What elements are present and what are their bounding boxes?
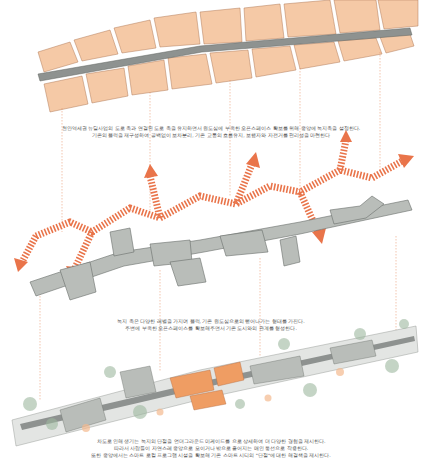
caption-text: 기존의 블럭을 재구성하여 공백없이 보차분리, 기존 교통의 흐름유지, 보행… [92,133,331,139]
caption-text: 녹지 축은 다양한 레벨을 가지며 블럭, 기존 원도심으로의 뻗어나가는 형태… [117,319,305,325]
activity-spots [82,368,344,432]
green-axis [30,196,412,300]
trees [23,319,409,430]
program-areas [170,362,244,410]
road [38,28,412,81]
block-layer [38,0,418,112]
caption-text: 주변에 부족한 오픈스페이스를 확보해주면서 기존 도시와의 관계를 형성한다. [125,326,297,332]
leader-lines [40,52,396,400]
arrow-heads [14,130,414,282]
caption-text: 천안역세권 뉴딜사업의 도로 축과 연결된 도로 축을 유지하면서 원도심에 부… [62,126,360,132]
caption-text: 또한 중앙에서는 스마트 로컬 프로그램 시설을 확보해 기존 스마트 시티의 … [91,453,331,459]
caption-text: 차도로 인해 생기는 녹지의 단절을 언더그라운드 미케이드를 으로 상세하여 … [97,439,326,445]
plan-base [12,326,418,446]
plan-paths [60,340,376,432]
caption-text: 따라서 사람들이 자연스레 중앙으로 모이거나 밖으로 흩어지는 매인 동선으로… [114,446,309,452]
